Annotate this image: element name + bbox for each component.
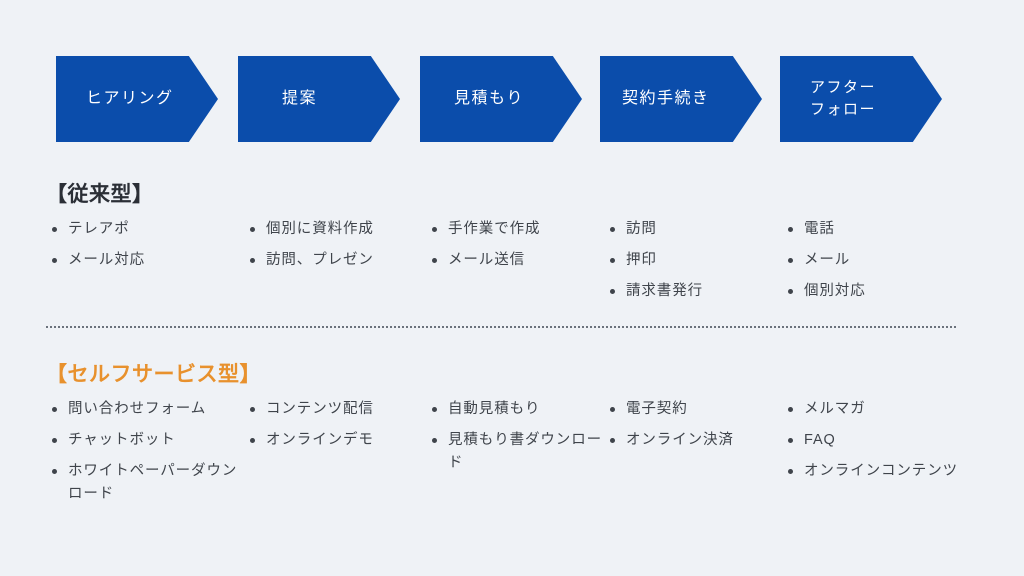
process-step-3-label: 見積もり (454, 90, 525, 108)
list-item: メール送信 (426, 249, 604, 272)
section-selfservice-columns: 問い合わせフォーム チャットボット ホワイトペーパーダウンロード コンテンツ配信… (0, 398, 1024, 528)
list-item: 問い合わせフォーム (46, 398, 242, 421)
list-item: 手作業で作成 (426, 218, 604, 241)
section-divider (46, 326, 956, 328)
traditional-list-3: 手作業で作成 メール送信 (426, 218, 604, 272)
list-item: 個別対応 (782, 280, 982, 303)
list-item: メール対応 (46, 249, 242, 272)
process-flow-chevrons: ヒアリング 提案 見積もり 契約手続き アフター フォロー (0, 56, 1024, 142)
list-item: オンラインデモ (244, 429, 428, 452)
list-item: コンテンツ配信 (244, 398, 428, 421)
list-item: 押印 (604, 249, 784, 272)
traditional-column-4: 訪問 押印 請求書発行 (604, 218, 784, 311)
section-traditional-title: 【従来型】 (46, 183, 154, 206)
traditional-list-1: テレアポ メール対応 (46, 218, 242, 272)
selfservice-column-2: コンテンツ配信 オンラインデモ (244, 398, 428, 460)
list-item: オンライン決済 (604, 429, 784, 452)
section-selfservice-title: 【セルフサービス型】 (46, 363, 261, 386)
selfservice-list-1: 問い合わせフォーム チャットボット ホワイトペーパーダウンロード (46, 398, 242, 506)
list-item: テレアポ (46, 218, 242, 241)
list-item: メール (782, 249, 982, 272)
selfservice-list-5: メルマガ FAQ オンラインコンテンツ (782, 398, 982, 483)
list-item: 自動見積もり (426, 398, 604, 421)
list-item: 電子契約 (604, 398, 784, 421)
process-step-3[interactable]: 見積もり (420, 56, 582, 142)
traditional-list-2: 個別に資料作成 訪問、プレゼン (244, 218, 428, 272)
list-item: 請求書発行 (604, 280, 784, 303)
process-step-5[interactable]: アフター フォロー (780, 56, 942, 142)
list-item: オンラインコンテンツ (782, 460, 982, 483)
process-step-2-label: 提案 (282, 90, 318, 108)
selfservice-list-2: コンテンツ配信 オンラインデモ (244, 398, 428, 452)
list-item: 電話 (782, 218, 982, 241)
traditional-column-3: 手作業で作成 メール送信 (426, 218, 604, 280)
traditional-list-4: 訪問 押印 請求書発行 (604, 218, 784, 303)
traditional-column-5: 電話 メール 個別対応 (782, 218, 982, 311)
process-step-5-label: アフター フォロー (810, 79, 877, 118)
selfservice-column-4: 電子契約 オンライン決済 (604, 398, 784, 460)
process-step-1[interactable]: ヒアリング (56, 56, 218, 142)
list-item: 訪問、プレゼン (244, 249, 428, 272)
process-step-1-label: ヒアリング (86, 90, 174, 108)
selfservice-column-1: 問い合わせフォーム チャットボット ホワイトペーパーダウンロード (46, 398, 242, 514)
process-step-2[interactable]: 提案 (238, 56, 400, 142)
list-item: メルマガ (782, 398, 982, 421)
list-item: FAQ (782, 429, 982, 452)
list-item: 見積もり書ダウンロード (426, 429, 604, 475)
selfservice-column-3: 自動見積もり 見積もり書ダウンロード (426, 398, 604, 483)
selfservice-column-5: メルマガ FAQ オンラインコンテンツ (782, 398, 982, 491)
traditional-list-5: 電話 メール 個別対応 (782, 218, 982, 303)
selfservice-list-3: 自動見積もり 見積もり書ダウンロード (426, 398, 604, 475)
list-item: 訪問 (604, 218, 784, 241)
process-step-4-label: 契約手続き (622, 90, 710, 108)
selfservice-list-4: 電子契約 オンライン決済 (604, 398, 784, 452)
list-item: ホワイトペーパーダウンロード (46, 460, 242, 506)
list-item: チャットボット (46, 429, 242, 452)
traditional-column-2: 個別に資料作成 訪問、プレゼン (244, 218, 428, 280)
process-step-4[interactable]: 契約手続き (600, 56, 762, 142)
traditional-column-1: テレアポ メール対応 (46, 218, 242, 280)
list-item: 個別に資料作成 (244, 218, 428, 241)
section-traditional-columns: テレアポ メール対応 個別に資料作成 訪問、プレゼン 手作業で作成 メール送信 … (0, 218, 1024, 348)
